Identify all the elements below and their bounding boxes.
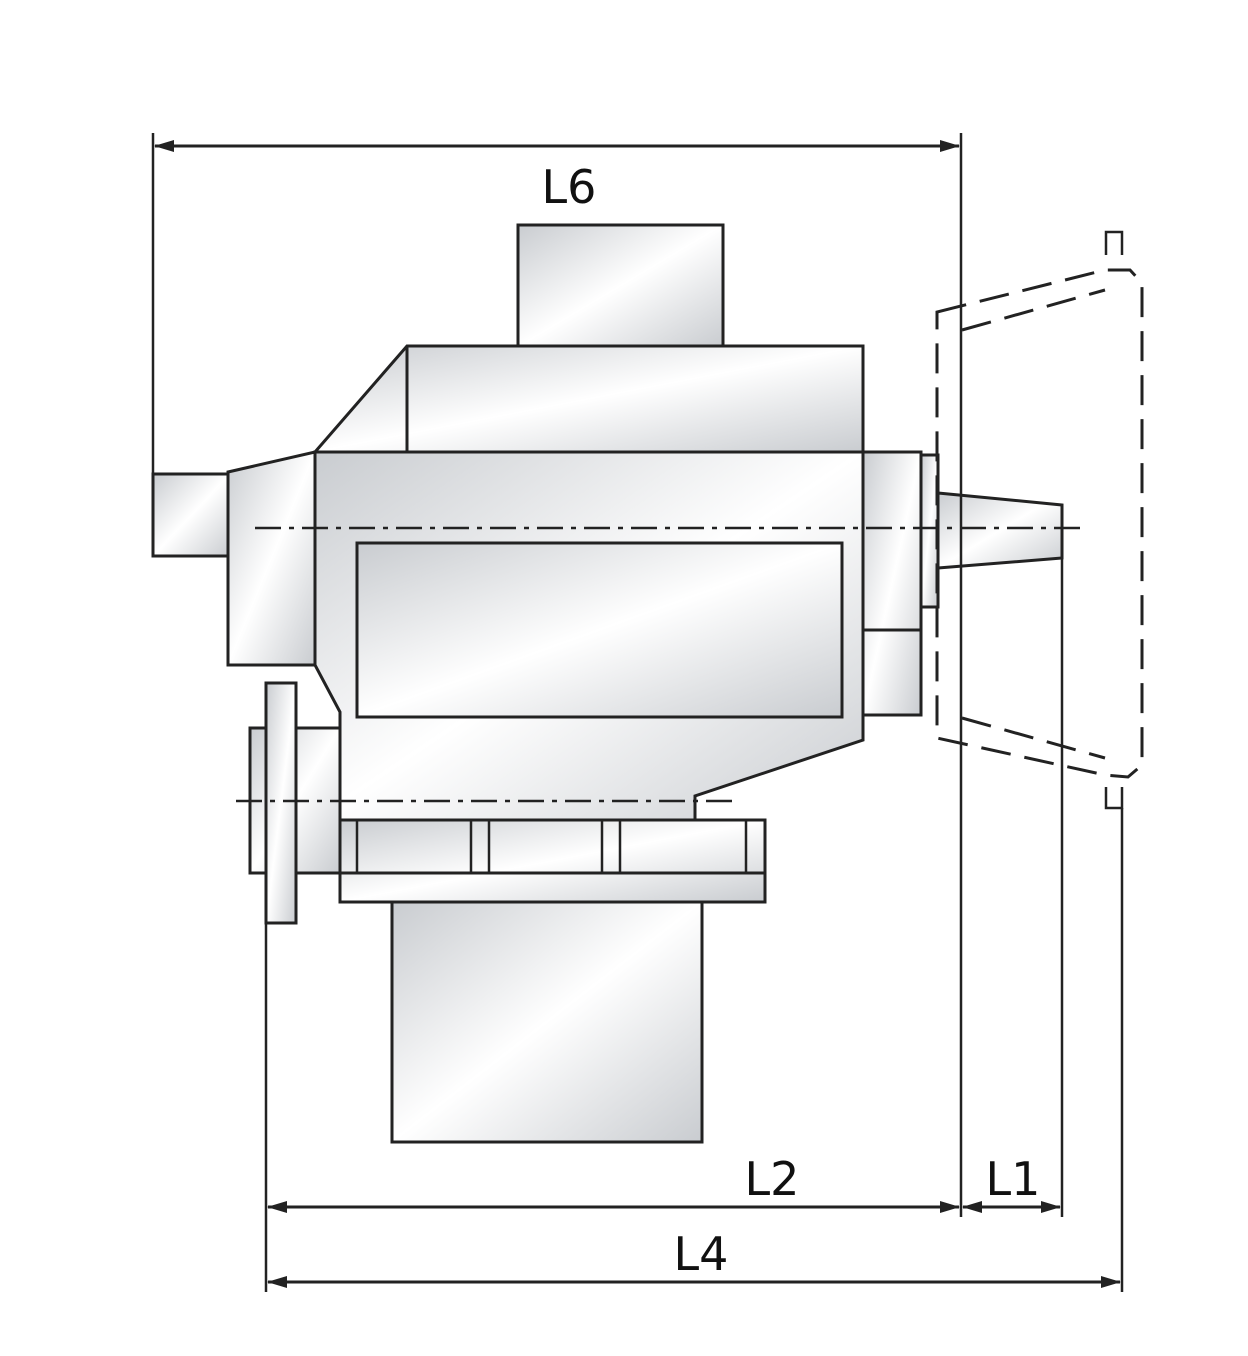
upper-housing <box>311 344 865 454</box>
lower-motor <box>390 900 704 1144</box>
right-face-plate <box>861 450 923 717</box>
label-l6: L6 <box>542 160 597 214</box>
label-l2: L2 <box>745 1152 800 1206</box>
right-bearing-ring <box>919 453 940 609</box>
housing-window <box>355 541 844 719</box>
label-l4: L4 <box>674 1227 729 1281</box>
handwheel-inner <box>961 288 1106 760</box>
left-transition <box>226 450 317 667</box>
top-motor <box>516 223 725 349</box>
rail-slot-1 <box>469 818 491 875</box>
label-l1: L1 <box>986 1152 1041 1206</box>
handwheel-outline <box>935 268 1144 779</box>
handwheel-top-tab <box>1104 230 1124 255</box>
output-shaft <box>936 491 1064 570</box>
left-shaft <box>151 472 232 558</box>
base-rail <box>338 818 767 904</box>
handwheel-bottom-tab <box>1104 787 1124 810</box>
left-flange <box>264 681 298 925</box>
rail-slot-2 <box>600 818 622 875</box>
